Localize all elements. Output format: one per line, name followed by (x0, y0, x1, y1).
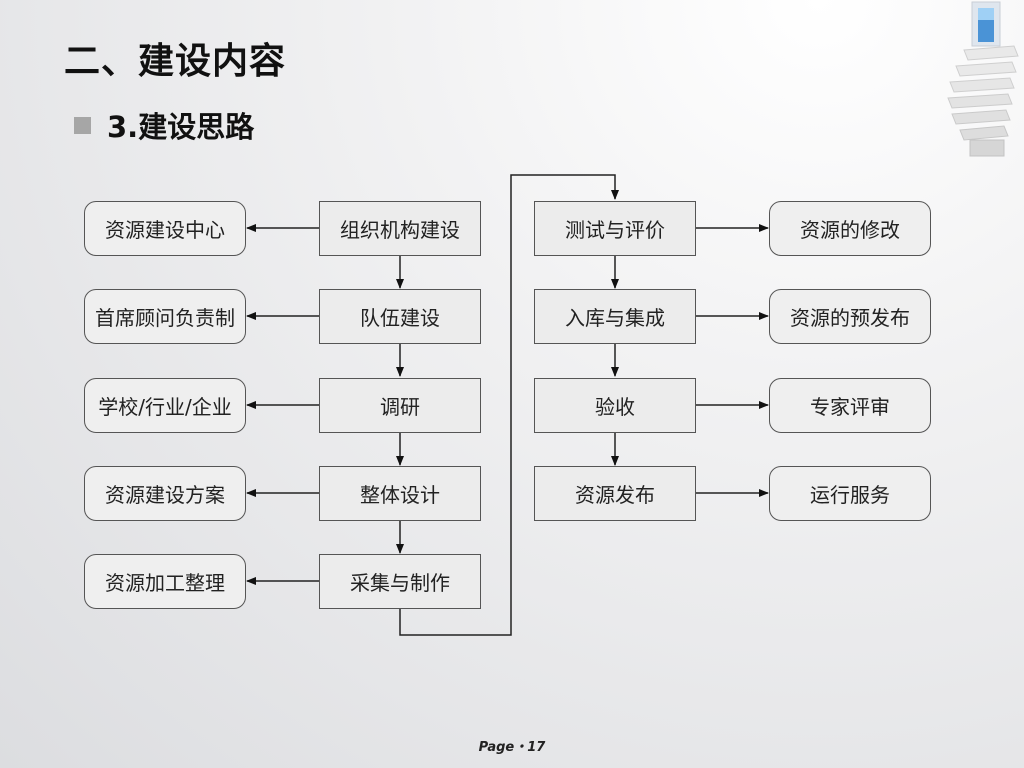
process-box-3: 验收 (534, 378, 696, 433)
output-box-3: 专家评审 (769, 378, 931, 433)
section-title: 3.建设思路 (107, 110, 255, 144)
square-bullet-icon (74, 116, 91, 134)
page-title: 二、建设内容 (64, 41, 287, 82)
staircase-decoration-icon (947, 1, 1019, 157)
process-box-4: 资源发布 (534, 466, 696, 521)
left-box-4: 资源建设方案 (84, 466, 246, 521)
left-box-1: 资源建设中心 (84, 201, 246, 256)
middle-box-2: 队伍建设 (319, 289, 481, 344)
output-box-1: 资源的修改 (769, 201, 931, 256)
process-box-2: 入库与集成 (534, 289, 696, 344)
arrow-loop-to-right (399, 174, 619, 636)
middle-box-5: 采集与制作 (319, 554, 481, 609)
middle-box-3: 调研 (319, 378, 481, 433)
section-heading: 3.建设思路 (74, 104, 254, 146)
left-box-3: 学校/行业/企业 (84, 378, 246, 433)
left-box-5: 资源加工整理 (84, 554, 246, 609)
process-box-1: 测试与评价 (534, 201, 696, 256)
output-box-4: 运行服务 (769, 466, 931, 521)
left-box-2: 首席顾问负责制 (84, 289, 246, 344)
output-box-2: 资源的预发布 (769, 289, 931, 344)
page-number: Page・17 (478, 740, 546, 755)
middle-box-4: 整体设计 (319, 466, 481, 521)
middle-box-1: 组织机构建设 (319, 201, 481, 256)
